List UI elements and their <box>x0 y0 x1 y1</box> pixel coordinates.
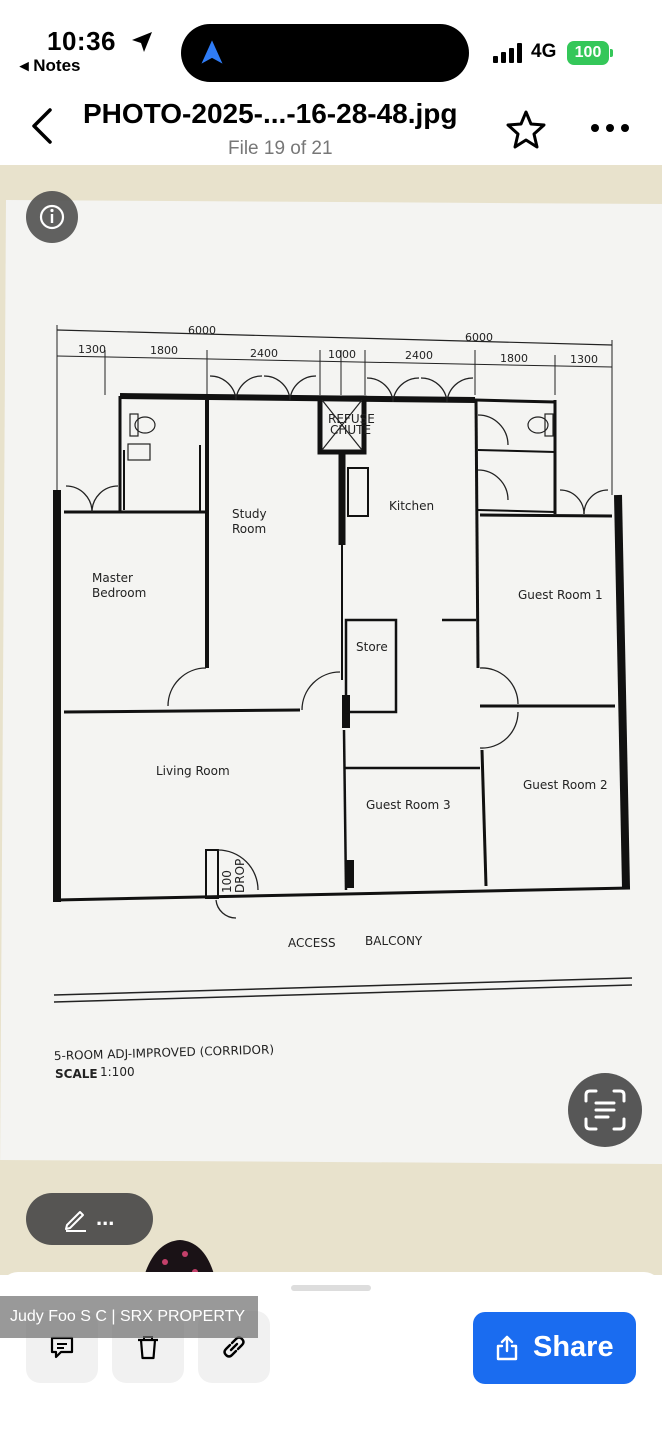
network-type: 4G <box>531 41 557 62</box>
share-label: Share <box>533 1331 614 1363</box>
dim-5: 1800 <box>500 352 528 365</box>
dim-1: 1800 <box>150 344 178 357</box>
signal-icon <box>493 43 522 63</box>
status-time: 10:36 <box>47 26 116 56</box>
share-button[interactable]: Share <box>473 1312 636 1384</box>
battery-tip <box>610 49 613 57</box>
dim-0: 1300 <box>78 343 106 356</box>
label-master-2: Bedroom <box>92 586 146 600</box>
file-count: File 19 of 21 <box>228 138 333 159</box>
label-drop-num: 100 <box>220 870 234 893</box>
label-guest-room-1: Guest Room 1 <box>518 588 603 602</box>
navigation-icon <box>201 40 223 64</box>
location-arrow-icon <box>132 32 152 52</box>
more-icon[interactable] <box>588 116 632 140</box>
label-guest-room-3: Guest Room 3 <box>366 798 451 812</box>
battery-indicator: 100 <box>567 41 609 65</box>
live-text-button[interactable] <box>568 1073 642 1147</box>
pencil-icon <box>65 1211 86 1232</box>
dim-6: 1300 <box>570 353 598 366</box>
scale-value: 1:100 <box>100 1065 135 1079</box>
label-chute: CHUTE <box>330 423 371 437</box>
star-icon[interactable] <box>505 108 547 150</box>
file-title: PHOTO-2025-...-16-28-48.jpg <box>83 98 458 129</box>
link-icon <box>223 1336 245 1358</box>
floor-plan-drawing: 6000 6000 1300 1800 2400 1000 2400 1800 … <box>53 324 633 1081</box>
label-access: ACCESS <box>288 936 336 950</box>
markup-more-dots: ... <box>96 1205 115 1230</box>
dim-total-right: 6000 <box>465 331 493 344</box>
dim-2: 2400 <box>250 347 278 360</box>
share-icon <box>496 1335 518 1361</box>
chevron-left-icon[interactable] <box>22 104 62 148</box>
label-study-1: Study <box>232 507 267 521</box>
label-balcony: BALCONY <box>365 934 423 948</box>
info-icon <box>39 204 65 230</box>
label-drop: DROP <box>233 859 247 893</box>
label-living-room: Living Room <box>156 764 230 778</box>
dim-total-left: 6000 <box>188 324 216 337</box>
label-study-2: Room <box>232 522 266 536</box>
label-kitchen: Kitchen <box>389 499 434 513</box>
scale-label: SCALE <box>55 1067 98 1081</box>
photo-viewer[interactable]: 6000 6000 1300 1800 2400 1000 2400 1800 … <box>0 165 662 1275</box>
dim-4: 2400 <box>405 349 433 362</box>
plan-heading: 5-ROOM ADJ-IMPROVED (CORRIDOR) <box>54 1042 275 1063</box>
label-refuse: REFUSE <box>328 412 375 426</box>
dim-3: 1000 <box>328 348 356 361</box>
label-store: Store <box>356 640 388 654</box>
label-guest-room-2: Guest Room 2 <box>523 778 608 792</box>
sheet-grabber[interactable] <box>291 1285 371 1291</box>
markup-button[interactable] <box>26 1193 153 1245</box>
label-master-1: Master <box>92 571 133 585</box>
watermark-text: Judy Foo S C | SRX PROPERTY <box>0 1296 258 1338</box>
comment-icon <box>50 1336 74 1359</box>
back-to-notes-link[interactable]: ◂ Notes <box>20 56 81 75</box>
info-button[interactable] <box>26 191 78 243</box>
dynamic-island <box>181 24 469 82</box>
text-scan-icon <box>584 1089 626 1131</box>
